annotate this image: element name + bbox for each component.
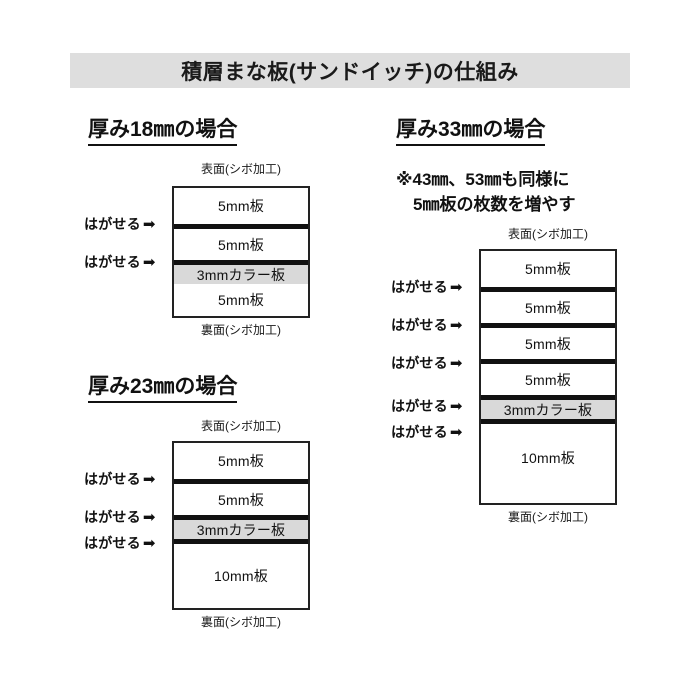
arrow-right-icon: ➡ <box>449 397 463 415</box>
board-layer: 5mm板 <box>481 323 615 359</box>
board-layer-label: 5mm板 <box>525 261 571 277</box>
color-board-layer: 3mmカラー板 <box>174 515 308 539</box>
arrow-right-icon: ➡ <box>449 316 463 334</box>
arrow-right-icon: ➡ <box>142 215 156 233</box>
board-layer-label: 5mm板 <box>218 236 264 253</box>
section-heading-thickness-23: 厚み23㎜の場合 <box>88 375 238 403</box>
peel-callout-label: はがせる <box>391 317 448 333</box>
top-surface-label-18: 表面(シボ加工) <box>201 162 281 176</box>
board-layer: 5mm板 <box>481 359 615 395</box>
section-note-thickness-33: ※43㎜、53㎜も同様に 5㎜板の枚数を増やす <box>396 170 576 214</box>
peel-callout-label: はがせる <box>391 424 448 440</box>
layer-stack-18: 5mm板 5mm板 3mmカラー板 5mm板 <box>172 186 310 318</box>
board-layer-label: 10mm板 <box>521 449 575 466</box>
peel-callout: はがせる ➡ <box>84 533 155 553</box>
arrow-right-icon: ➡ <box>449 354 463 372</box>
bottom-surface-label-33: 裏面(シボ加工) <box>508 510 588 524</box>
peel-callout: はがせる ➡ <box>391 277 462 297</box>
color-board-layer: 3mmカラー板 <box>174 260 308 284</box>
arrow-right-icon: ➡ <box>142 470 156 488</box>
peel-callout: はがせる ➡ <box>84 252 155 272</box>
peel-callout: はがせる ➡ <box>391 396 462 416</box>
board-layer: 5mm板 <box>174 479 308 515</box>
peel-callout-label: はがせる <box>84 216 141 232</box>
board-layer-label: 5mm板 <box>525 299 571 316</box>
top-surface-label-23: 表面(シボ加工) <box>201 419 281 433</box>
bottom-surface-label-18: 裏面(シボ加工) <box>201 323 281 337</box>
arrow-right-icon: ➡ <box>142 534 156 552</box>
peel-callout: はがせる ➡ <box>84 469 155 489</box>
board-layer: 5mm板 <box>481 287 615 323</box>
board-layer: 10mm板 <box>174 539 308 608</box>
board-layer: 5mm板 <box>174 443 308 479</box>
board-layer: 10mm板 <box>481 419 615 491</box>
arrow-right-icon: ➡ <box>142 508 156 526</box>
page-title-banner: 積層まな板(サンドイッチ)の仕組み <box>70 53 630 88</box>
board-layer: 5mm板 <box>481 251 615 287</box>
peel-callout-label: はがせる <box>84 535 141 551</box>
color-board-layer: 3mmカラー板 <box>481 395 615 419</box>
board-layer-label: 10mm板 <box>214 568 268 584</box>
arrow-right-icon: ➡ <box>449 278 463 296</box>
peel-callout-label: はがせる <box>84 509 141 525</box>
section-heading-thickness-33: 厚み33㎜の場合 <box>396 118 546 146</box>
arrow-right-icon: ➡ <box>142 253 156 271</box>
board-layer-label: 5mm板 <box>218 491 264 508</box>
board-layer-label: 5mm板 <box>525 371 571 388</box>
board-layer-label: 3mmカラー板 <box>196 266 286 283</box>
layer-stack-23: 5mm板 5mm板 3mmカラー板 10mm板 <box>172 441 310 610</box>
top-surface-label-33: 表面(シボ加工) <box>508 227 588 241</box>
peel-callout-label: はがせる <box>84 254 141 270</box>
peel-callout: はがせる ➡ <box>391 422 462 442</box>
peel-callout-label: はがせる <box>391 355 448 371</box>
board-layer-label: 3mmカラー板 <box>196 521 286 538</box>
section-heading-thickness-18: 厚み18㎜の場合 <box>88 118 238 146</box>
bottom-surface-label-23: 裏面(シボ加工) <box>201 615 281 629</box>
peel-callout-label: はがせる <box>391 279 448 295</box>
peel-callout: はがせる ➡ <box>84 214 155 234</box>
board-layer: 5mm板 <box>174 224 308 260</box>
board-layer-label: 5mm板 <box>218 292 264 308</box>
board-layer-label: 5mm板 <box>218 198 264 214</box>
page-title: 積層まな板(サンドイッチ)の仕組み <box>181 60 519 84</box>
peel-callout-label: はがせる <box>391 398 448 414</box>
peel-callout: はがせる ➡ <box>391 315 462 335</box>
board-layer-label: 3mmカラー板 <box>503 401 593 418</box>
board-layer-label: 5mm板 <box>218 453 264 469</box>
peel-callout: はがせる ➡ <box>391 353 462 373</box>
peel-callout: はがせる ➡ <box>84 507 155 527</box>
board-layer: 5mm板 <box>174 188 308 224</box>
layer-stack-33: 5mm板 5mm板 5mm板 5mm板 3mmカラー板 10mm板 <box>479 249 617 505</box>
peel-callout-label: はがせる <box>84 471 141 487</box>
arrow-right-icon: ➡ <box>449 423 463 441</box>
board-layer: 5mm板 <box>174 284 308 316</box>
board-layer-label: 5mm板 <box>525 335 571 352</box>
